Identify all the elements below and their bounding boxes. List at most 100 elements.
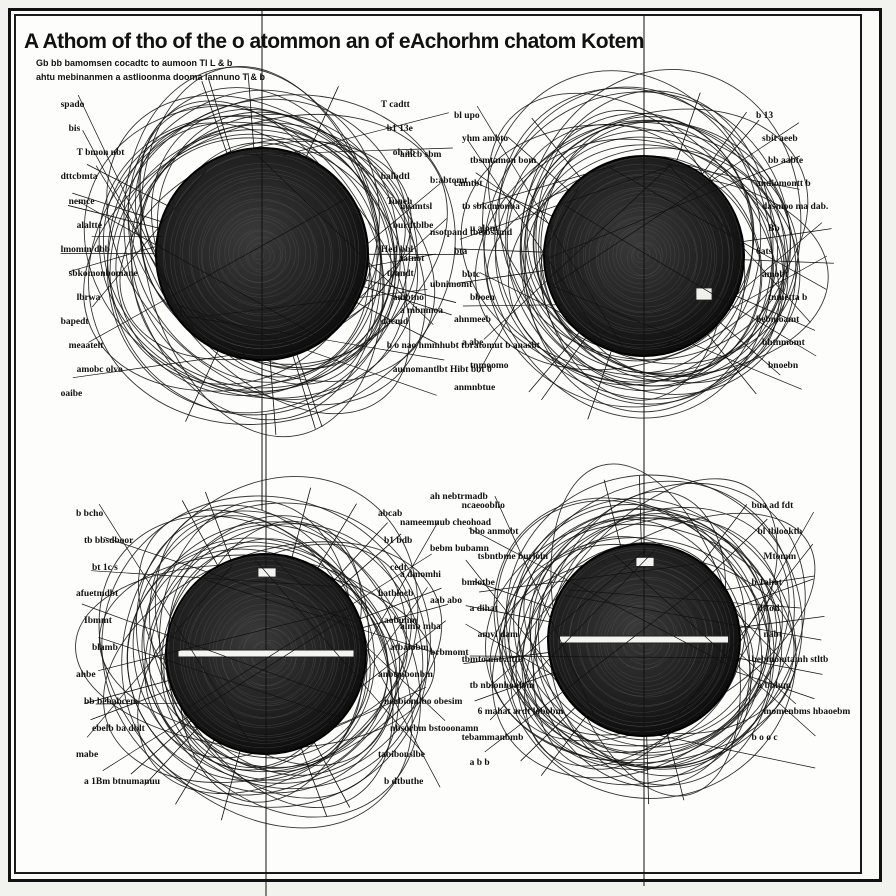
orbit-line bbox=[508, 480, 795, 770]
annotation-label: dttcbmta bbox=[60, 172, 98, 183]
sphere-texture-ring bbox=[612, 225, 672, 285]
orbit-line bbox=[526, 129, 799, 365]
orbit-line bbox=[491, 507, 790, 779]
leader-line bbox=[182, 315, 445, 361]
annotation-label: amvl dam bbox=[477, 629, 518, 640]
annotation-label: mabe bbox=[76, 750, 99, 761]
leader-line bbox=[77, 200, 320, 338]
leader-line bbox=[465, 559, 584, 708]
leader-line bbox=[81, 603, 349, 702]
orbit-line bbox=[106, 98, 411, 414]
annotation-label: dacmd bbox=[380, 316, 409, 327]
center-annotation-label: brbmomt bbox=[430, 648, 469, 658]
center-annotation-label: b:abtomt bbox=[430, 176, 468, 186]
annotation-label: tbmtoamt alttb bbox=[461, 655, 524, 666]
leader-line bbox=[323, 587, 428, 730]
orbit-line bbox=[121, 475, 419, 796]
leader-line bbox=[489, 549, 656, 721]
leader-line bbox=[725, 222, 823, 304]
annotation-label: sbkomonbomane bbox=[68, 268, 138, 279]
annotation-label: ahnmeeb bbox=[454, 315, 491, 326]
annotation-label: bua ad fdt bbox=[751, 500, 794, 511]
leader-line bbox=[609, 167, 827, 290]
annotation-label: andiomontt b bbox=[756, 179, 811, 190]
annotation-label: a b b bbox=[469, 758, 490, 769]
leader-line bbox=[637, 730, 816, 769]
orbit-line bbox=[498, 87, 797, 395]
leader-line bbox=[567, 589, 801, 609]
annotation-label: 6 mahat ardt lobobm bbox=[477, 706, 564, 717]
leader-line bbox=[254, 559, 425, 755]
sphere-texture-ring bbox=[172, 559, 357, 744]
annotation-label: bboen bbox=[470, 292, 495, 303]
subtitle: Gb bb bamomsen cocadtc to aumoon Tl L & … bbox=[36, 58, 233, 68]
annotation-label: b1 13e bbox=[386, 124, 413, 135]
center-annotation-label: bebm bubamn bbox=[430, 544, 489, 554]
sphere-texture-ring bbox=[620, 234, 663, 277]
leader-line bbox=[77, 94, 185, 318]
annotation-label: b1 bdb bbox=[384, 535, 413, 546]
annotation-label: Hed bbl bbox=[380, 244, 414, 255]
orbit-line bbox=[483, 91, 791, 408]
page-title: A Athom of tho of the o atommon an of eA… bbox=[24, 30, 644, 53]
annotation-label: tb sbkomonba bbox=[462, 201, 520, 212]
leader-line bbox=[184, 288, 428, 320]
annotation-label: bebmoamt bbox=[756, 315, 800, 326]
leader-line bbox=[479, 272, 573, 319]
leader-line bbox=[174, 303, 437, 396]
annotation-label: bbo anmobt bbox=[469, 526, 519, 537]
leader-line bbox=[95, 702, 185, 705]
side-marker bbox=[695, 287, 713, 301]
annotation-label: bhtnmomt bbox=[762, 337, 805, 348]
annotation-label: nabt bbox=[763, 629, 782, 640]
annotation-label: hatblocb bbox=[378, 589, 414, 600]
leader-line bbox=[563, 204, 817, 357]
annotation-label: tbandt bbox=[386, 268, 414, 279]
center-annotation-label: nameemnub cheohoad bbox=[400, 518, 492, 528]
annotation-label: abcab bbox=[378, 509, 403, 519]
leader-line bbox=[478, 186, 580, 373]
annotation-label: ambtno bbox=[392, 292, 424, 303]
leader-line bbox=[187, 553, 432, 709]
leader-line bbox=[720, 575, 815, 591]
annotation-label: momenbms hbaoebm bbox=[763, 706, 851, 717]
top-marker bbox=[635, 557, 655, 567]
orbit-line bbox=[521, 517, 783, 766]
annotation-label: bmlotbe bbox=[461, 578, 495, 589]
leader-line bbox=[484, 577, 711, 753]
annotation-label: ncaeooblio bbox=[461, 500, 505, 511]
sphere-texture-ring bbox=[188, 178, 340, 329]
leader-line bbox=[475, 172, 554, 228]
leader-line bbox=[273, 559, 446, 721]
sphere-texture-ring bbox=[219, 214, 300, 295]
sphere-texture-ring bbox=[228, 220, 291, 283]
orbit-line bbox=[485, 517, 778, 761]
leader-line bbox=[88, 198, 347, 343]
sphere-texture-ring bbox=[582, 191, 709, 318]
leader-line bbox=[206, 579, 439, 655]
orbit-line bbox=[132, 502, 431, 784]
annotation-label: tnmetta b bbox=[768, 292, 808, 303]
orbit-line bbox=[494, 86, 762, 386]
leader-line bbox=[468, 527, 732, 667]
annotation-label: b o o c bbox=[751, 732, 778, 743]
orbit-line bbox=[475, 108, 809, 371]
leader-line bbox=[361, 253, 436, 268]
orbit-line bbox=[460, 124, 801, 387]
leader-line bbox=[91, 169, 208, 308]
leader-line bbox=[469, 655, 734, 659]
orbit-line bbox=[130, 137, 407, 401]
sphere-texture-ring bbox=[167, 555, 360, 749]
sphere-texture-ring bbox=[600, 215, 685, 300]
annotation-label: camtbt bbox=[454, 179, 483, 190]
leader-line bbox=[311, 218, 447, 343]
leader-line bbox=[462, 304, 563, 307]
annotation-label: Bb bbox=[768, 224, 780, 235]
leader-line bbox=[667, 543, 814, 729]
orbit-line bbox=[504, 504, 746, 753]
sphere-texture-ring bbox=[200, 191, 326, 317]
sphere-texture-ring bbox=[553, 550, 730, 727]
annotation-label: bt 1c s bbox=[92, 562, 118, 573]
center-annotation-label: noamtsl bbox=[400, 202, 433, 212]
annotation-label: oaibe bbox=[60, 388, 83, 399]
